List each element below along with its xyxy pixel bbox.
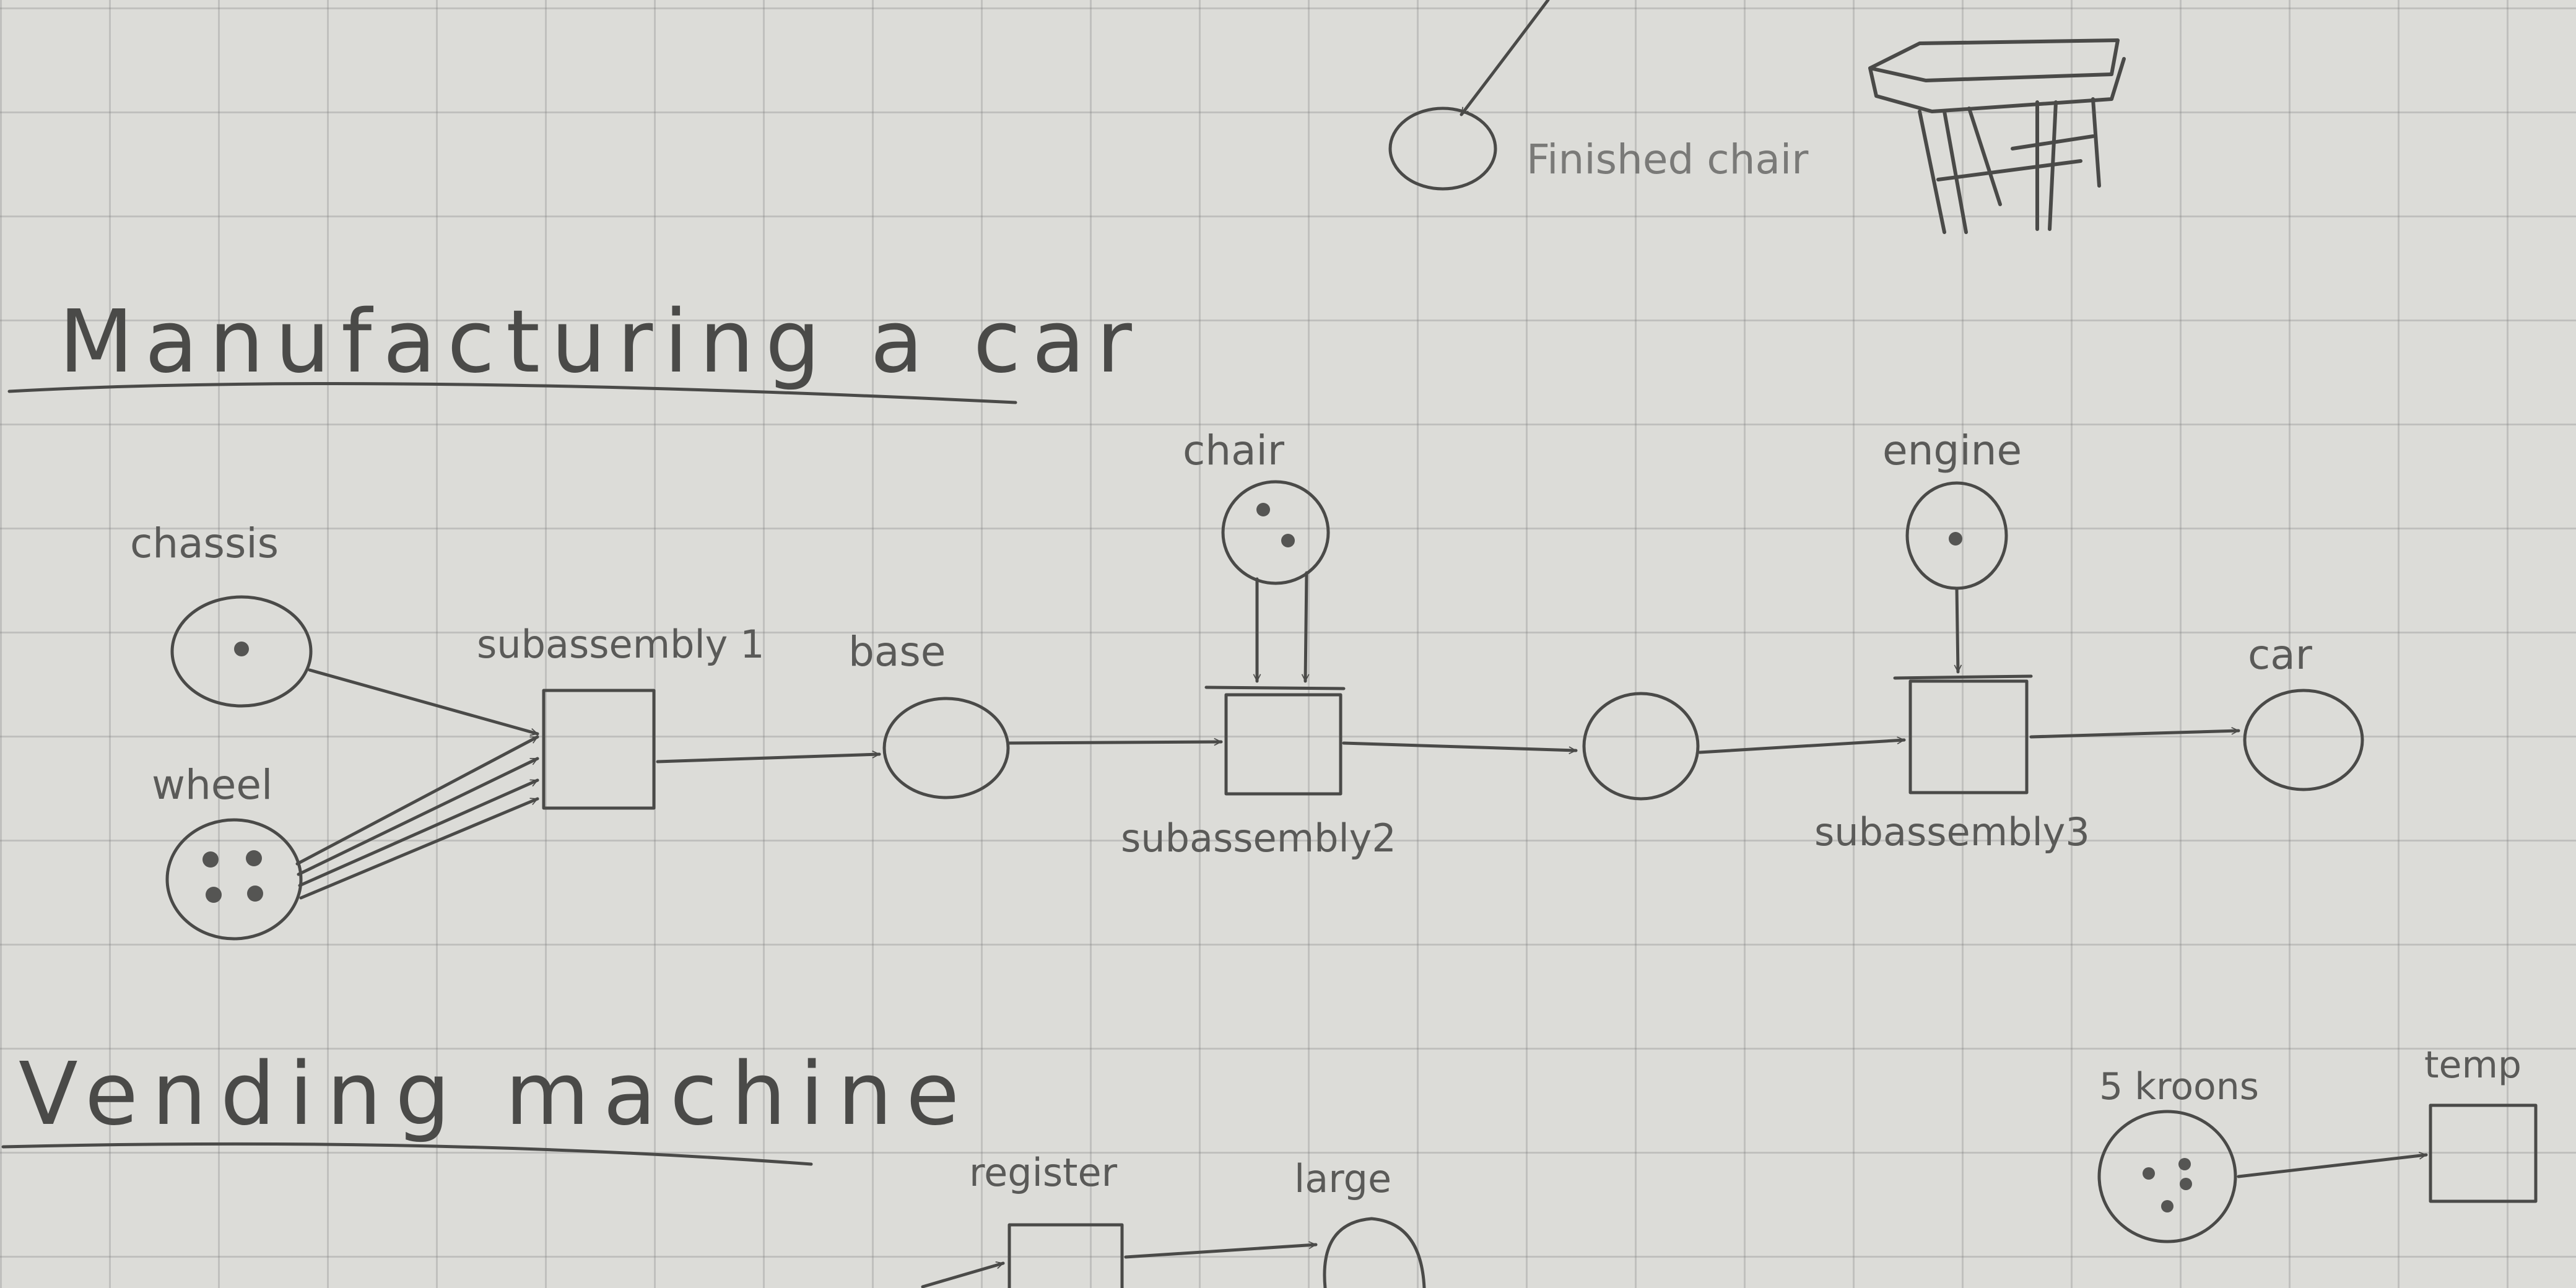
arc-wheel-t1-a: [295, 735, 539, 866]
arc-engine-t3: [1957, 586, 1958, 674]
arc-into-register: [921, 1263, 1005, 1288]
place-large: large: [1124, 1156, 1426, 1288]
place-coins: 5 kroons: [2097, 1065, 2259, 1243]
chair-icon: [1868, 38, 2126, 234]
label-subassembly-3: subassembly3: [1814, 809, 2090, 855]
label-wheel: wheel: [152, 761, 272, 809]
transition-subassembly-1: subassembly 1: [477, 622, 765, 810]
arc-t2-place: [1342, 741, 1578, 751]
arc-wheel-t1-d: [299, 797, 539, 900]
label-temp: temp: [2424, 1043, 2522, 1087]
arc-t3-car: [2029, 731, 2240, 739]
place-intermediate: [1582, 692, 1700, 801]
finished-chair-place: [1388, 107, 1497, 191]
label-car: car: [2248, 631, 2313, 679]
transition-subassembly-2: subassembly2: [1121, 685, 1396, 861]
arc-chassis-t1: [308, 668, 539, 734]
finished-chair-group: Finished chair: [1388, 0, 2126, 234]
section-car: Manufacturing a car chassis wheel base c…: [7, 292, 2364, 941]
place-base: base: [848, 628, 1010, 799]
label-chassis: chassis: [130, 520, 279, 567]
label-large: large: [1294, 1156, 1391, 1201]
place-chair: chair: [1183, 427, 1330, 585]
arc-register-large: [1124, 1245, 1318, 1259]
place-chassis: chassis: [130, 520, 313, 708]
arc-wheel-t1-b: [297, 757, 539, 876]
label-register: register: [969, 1150, 1118, 1195]
label-coins: 5 kroons: [2099, 1065, 2259, 1108]
arc-t1-base: [656, 754, 881, 764]
transition-subassembly-3: subassembly3: [1814, 674, 2090, 855]
label-subassembly-1: subassembly 1: [477, 622, 765, 667]
place-wheel: wheel: [152, 761, 303, 941]
section-vending: Vending machine register large 5 kroons …: [1, 1043, 2538, 1288]
arc-chair-t2-b: [1305, 571, 1307, 683]
place-car: car: [2243, 631, 2364, 791]
incoming-arc: [1460, 0, 1550, 116]
section-vending-title: Vending machine: [19, 1044, 973, 1145]
section-vending-underline: [1, 1142, 813, 1166]
finished-chair-label: Finished chair: [1526, 136, 1809, 183]
label-base: base: [848, 628, 946, 676]
label-chair: chair: [1183, 427, 1285, 474]
arc-coins-temp: [2237, 1155, 2428, 1178]
transition-register: register: [921, 1150, 1124, 1288]
arc-base-t2: [1006, 742, 1223, 743]
label-subassembly-2: subassembly2: [1121, 816, 1396, 861]
section-car-underline: [7, 382, 1017, 404]
section-car-title: Manufacturing a car: [59, 292, 1143, 393]
transition-temp: temp: [2237, 1043, 2538, 1203]
label-engine: engine: [1882, 427, 2022, 474]
arcs-car: [295, 571, 2240, 900]
place-engine: engine: [1882, 427, 2022, 590]
arc-place-t3: [1698, 740, 1906, 754]
arc-wheel-t1-c: [298, 778, 539, 887]
